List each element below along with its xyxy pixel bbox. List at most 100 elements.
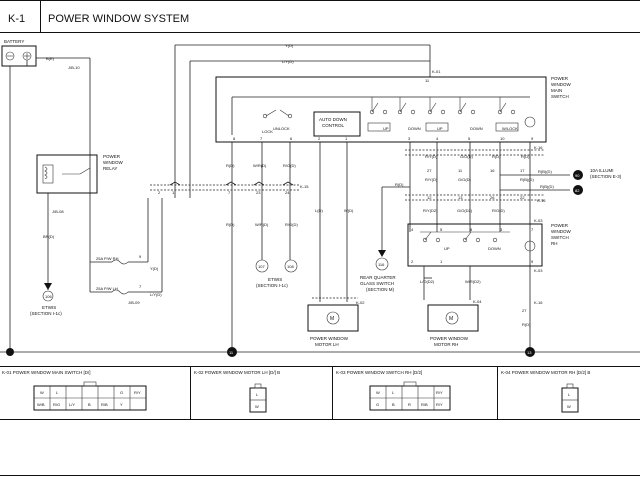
down-label-1: DOWN: [408, 126, 421, 131]
pin-2-h: 2: [158, 190, 161, 195]
fuse-rh: [111, 259, 129, 265]
svg-text:R/Y: R/Y: [436, 390, 443, 395]
motor-lh-m: M: [330, 316, 334, 322]
svg-text:G/O(D): G/O(D): [460, 154, 474, 159]
down-label-2: DOWN: [470, 126, 483, 131]
svg-text:R(D): R(D): [226, 222, 235, 227]
svg-text:13: 13: [458, 195, 463, 200]
svg-text:W: W: [376, 390, 380, 395]
k02-label: K-02: [356, 300, 365, 305]
svg-text:R/Y(D2): R/Y(D2): [423, 208, 438, 213]
battery-terminal-neg: [5, 51, 15, 61]
k02-cell-w: W: [255, 404, 259, 409]
relay-contact-arm: [79, 167, 91, 175]
svg-text:7: 7: [531, 227, 534, 232]
svg-text:17: 17: [520, 168, 525, 173]
svg-text:R/O(D): R/O(D): [492, 208, 505, 213]
wlock-label: W/LOCK: [502, 126, 518, 131]
illumi-label: 10A ILLUMI(SECTION E-3): [590, 168, 622, 179]
ref-90-text: 90: [575, 173, 580, 178]
etwis-left-label: ETWIS(SECTION I-1c): [30, 305, 62, 316]
wlock-btn: [495, 122, 519, 132]
pin-11-top: 11: [425, 78, 430, 83]
motor-lh-symbol: [326, 311, 340, 325]
fuse-lh: [111, 289, 129, 295]
wire-y-out: Y(D): [150, 266, 159, 271]
wire-rb-1: R(B)(D): [538, 169, 552, 174]
svg-text:G/O(D): G/O(D): [458, 177, 472, 182]
svg-text:R/G(D): R/G(D): [285, 222, 298, 227]
chev-2: [225, 181, 237, 186]
k03b-label: K-03: [534, 268, 543, 273]
svg-text:10: 10: [500, 136, 505, 141]
wire-lo: L/O(D2): [420, 279, 435, 284]
k03-cells: W L R/Y G B R R/B R/Y: [376, 390, 443, 407]
svg-text:R/Y: R/Y: [134, 390, 141, 395]
connector-k01-face: [33, 381, 147, 411]
ref-116-text: 116: [378, 262, 385, 267]
svg-text:3: 3: [500, 227, 503, 232]
k03-label: K-03: [534, 218, 543, 223]
svg-text:L/Y: L/Y: [69, 402, 75, 407]
svg-text:W/B: W/B: [37, 402, 45, 407]
svg-text:W(D): W(D): [344, 208, 354, 213]
k04-cell-w: W: [567, 404, 571, 409]
rh-illumination-lamp: [524, 240, 536, 252]
svg-text:R(D): R(D): [521, 154, 530, 159]
rh-up-label: UP: [444, 246, 450, 251]
svg-text:R/G(D): R/G(D): [283, 163, 296, 168]
svg-text:4: 4: [436, 136, 439, 141]
svg-text:R(B)(D): R(B)(D): [520, 177, 534, 182]
svg-text:W/R(D): W/R(D): [255, 222, 269, 227]
motor-rh-m: M: [449, 316, 453, 322]
svg-text:R/Y: R/Y: [436, 402, 443, 407]
relay-coil: [42, 164, 54, 184]
svg-text:R/B: R/B: [101, 402, 108, 407]
svg-text:R/Y(D): R/Y(D): [425, 177, 438, 182]
jb10-label: J/B-10: [68, 65, 80, 70]
svg-text:1: 1: [440, 259, 443, 264]
connector-k02-face: [249, 383, 267, 413]
k04-cell-l: L: [568, 392, 571, 397]
wire-rq: R(D): [395, 182, 404, 187]
up-label-1: UP: [383, 126, 389, 131]
wire-label-b: B(E): [46, 56, 55, 61]
wire-rd-rh: R(D): [522, 322, 531, 327]
fuse-lh-label: 25A P/W LH: [96, 286, 118, 291]
svg-text:5: 5: [440, 227, 443, 232]
up-btn-lh: [367, 122, 391, 132]
connector-k04-face: [561, 383, 579, 413]
up-label-2: UP: [437, 126, 443, 131]
auto-down-box: [313, 111, 361, 137]
svg-text:Y: Y: [120, 402, 123, 407]
wire-rb-2: R(B)(D): [540, 184, 554, 189]
pin-7: 7: [139, 284, 142, 289]
wire-labels-right: R/Y(D2) G/O(D2) R/O(D) R/Y(D) G/O(D) R(B…: [423, 177, 534, 213]
ref-106: [42, 290, 54, 302]
k16b-label: K-16: [537, 198, 546, 203]
motor-lh-box: [307, 304, 359, 332]
ref-107: [255, 259, 269, 273]
ref-82-text: 82: [575, 188, 580, 193]
svg-text:W/R(D): W/R(D): [253, 163, 267, 168]
relay-coil-winding: [44, 166, 48, 180]
etwis-mid-label: ETWIS(SECTION I-1c): [256, 277, 288, 288]
ref-82: [573, 185, 583, 195]
svg-text:7: 7: [260, 136, 263, 141]
ground-13-text: 13: [527, 350, 532, 355]
svg-text:1: 1: [345, 136, 348, 141]
ref-107-text: 107: [258, 264, 265, 269]
ref-106-text: 106: [45, 294, 52, 299]
wire-wr: W/R(D2): [465, 279, 481, 284]
header-code: K-1: [8, 13, 25, 25]
ground-13: [525, 347, 535, 357]
k01-label: K-01: [432, 69, 441, 74]
svg-text:16: 16: [490, 168, 495, 173]
pin-7-h: 7: [228, 190, 231, 195]
svg-text:2: 2: [318, 136, 321, 141]
